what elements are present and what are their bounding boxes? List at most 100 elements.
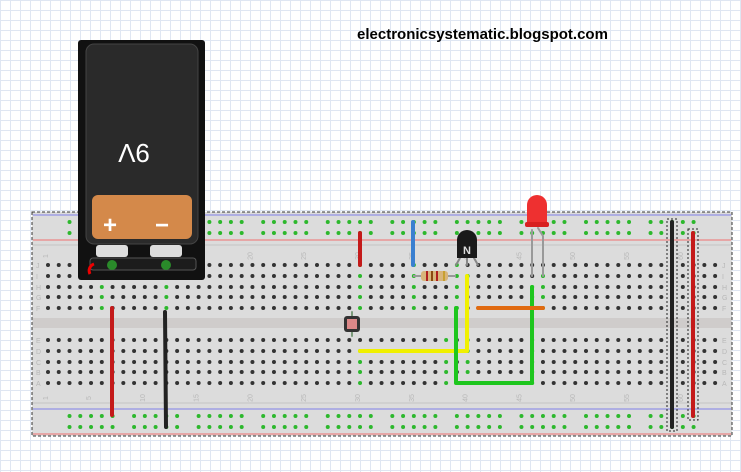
breadboard-hole — [325, 360, 330, 364]
breadboard-hole — [637, 381, 642, 385]
breadboard-hole — [702, 295, 707, 299]
breadboard-hole — [379, 381, 384, 385]
breadboard-hole — [551, 295, 556, 299]
breadboard-hole — [702, 274, 707, 278]
breadboard-hole — [315, 263, 319, 267]
breadboard-hole — [401, 306, 406, 310]
rail-hole — [497, 231, 502, 235]
breadboard-hole — [476, 274, 481, 278]
breadboard-hole — [347, 295, 352, 299]
breadboard-hole — [282, 381, 287, 385]
breadboard-hole — [584, 370, 588, 374]
breadboard-hole — [401, 360, 406, 364]
wire-black-negative — [163, 310, 168, 429]
breadboard-hole — [648, 274, 653, 278]
breadboard-hole — [56, 360, 61, 364]
breadboard-hole — [444, 306, 449, 310]
breadboard-hole — [89, 285, 94, 289]
breadboard-hole — [573, 349, 578, 353]
breadboard-hole — [218, 370, 223, 374]
breadboard-hole — [89, 295, 94, 299]
breadboard-hole — [67, 274, 72, 278]
rail-hole — [519, 231, 524, 235]
rail-hole — [261, 414, 266, 418]
breadboard-hole — [99, 349, 104, 353]
rail-hole — [465, 425, 470, 429]
rail-hole — [562, 220, 567, 224]
breadboard-hole — [713, 306, 718, 310]
breadboard-hole — [573, 381, 578, 385]
breadboard-hole — [228, 263, 233, 267]
breadboard-hole — [605, 306, 610, 310]
breadboard-hole — [67, 360, 72, 364]
breadboard-hole — [508, 349, 513, 353]
breadboard-hole — [218, 285, 223, 289]
rail-hole — [282, 220, 287, 224]
rail-hole — [271, 220, 276, 224]
breadboard-hole — [325, 285, 330, 289]
battery-pin-minus — [161, 260, 171, 270]
breadboard-hole — [659, 381, 664, 385]
breadboard-hole — [401, 263, 406, 267]
rail-hole — [551, 231, 556, 235]
breadboard-hole — [584, 349, 588, 353]
row-label-left: B — [36, 370, 41, 377]
breadboard-hole — [336, 263, 341, 267]
breadboard-hole — [519, 360, 524, 364]
breadboard-hole — [132, 381, 137, 385]
rail-hole — [584, 231, 588, 235]
breadboard-hole — [228, 295, 233, 299]
rail-hole — [132, 414, 137, 418]
breadboard-hole — [487, 274, 492, 278]
breadboard-hole — [433, 360, 438, 364]
breadboard-hole — [508, 274, 513, 278]
breadboard-hole — [637, 285, 642, 289]
breadboard-hole — [271, 295, 276, 299]
breadboard-hole — [282, 295, 287, 299]
rail-hole — [336, 414, 341, 418]
breadboard-hole — [476, 285, 481, 289]
breadboard-hole — [56, 295, 61, 299]
breadboard-hole — [659, 349, 664, 353]
breadboard-hole — [347, 263, 352, 267]
breadboard-hole — [132, 360, 137, 364]
breadboard-hole — [347, 381, 352, 385]
breadboard-hole — [132, 338, 137, 342]
breadboard-hole — [207, 370, 212, 374]
breadboard-hole — [358, 381, 363, 385]
rail-hole — [336, 231, 341, 235]
rail-hole — [347, 220, 352, 224]
breadboard-hole — [175, 360, 180, 364]
breadboard-hole — [497, 338, 502, 342]
breadboard-hole — [713, 263, 718, 267]
rail-hole — [347, 231, 352, 235]
breadboard-hole — [390, 360, 395, 364]
breadboard-hole — [207, 274, 212, 278]
breadboard-hole — [605, 274, 610, 278]
breadboard-hole — [573, 274, 578, 278]
rail-hole — [368, 220, 373, 224]
breadboard-hole — [594, 295, 599, 299]
rail-hole — [358, 425, 363, 429]
rail-hole — [616, 220, 621, 224]
breadboard-hole — [659, 338, 664, 342]
rail-hole — [540, 414, 545, 418]
breadboard-hole — [497, 360, 502, 364]
breadboard-hole — [637, 349, 642, 353]
breadboard-hole — [540, 381, 545, 385]
breadboard-hole — [121, 381, 126, 385]
rail-hole — [261, 220, 266, 224]
breadboard-hole — [487, 295, 492, 299]
breadboard-hole — [411, 360, 416, 364]
breadboard-hole — [239, 274, 244, 278]
breadboard-hole — [271, 360, 276, 364]
breadboard-hole — [648, 263, 653, 267]
breadboard-hole — [89, 338, 94, 342]
breadboard-hole — [616, 274, 621, 278]
row-label-left: C — [36, 360, 41, 367]
breadboard-hole — [282, 349, 287, 353]
rail-hole — [422, 414, 427, 418]
breadboard-hole — [196, 338, 201, 342]
rail-hole — [530, 425, 535, 429]
breadboard-hole — [282, 338, 287, 342]
